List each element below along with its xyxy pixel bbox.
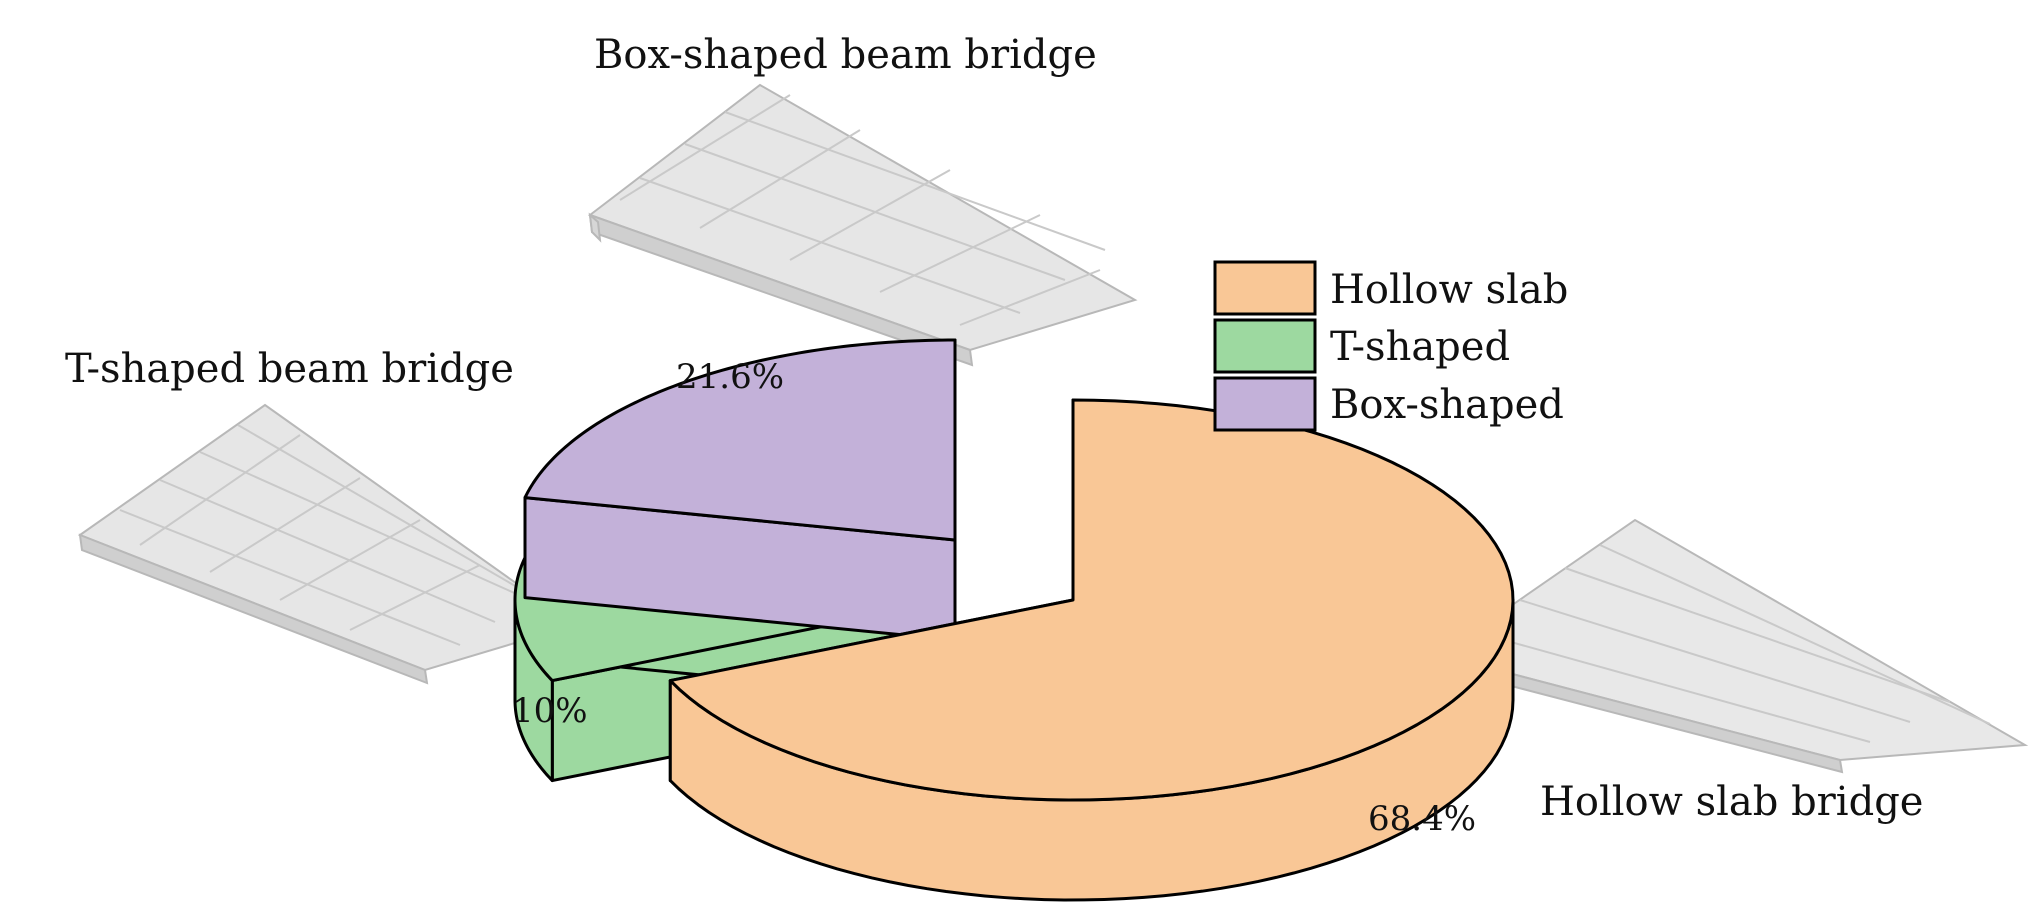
legend-label-box-shaped: Box-shaped xyxy=(1330,382,1564,428)
pie-slice-box-shaped xyxy=(523,338,957,542)
pie-slice-hollow-slab xyxy=(668,398,1515,802)
legend-swatch-t-shaped xyxy=(1213,318,1317,374)
box-beam-bridge-image xyxy=(587,83,1138,367)
legend: Hollow slab T-shaped Box-shaped xyxy=(1213,260,1568,432)
pie-chart xyxy=(513,338,1515,902)
legend-swatch-hollow-slab xyxy=(1213,260,1317,316)
caption-t-shaped-beam-bridge: T-shaped beam bridge xyxy=(65,346,514,392)
legend-label-t-shaped: T-shaped xyxy=(1330,324,1510,370)
legend-swatch-box-shaped xyxy=(1213,376,1317,432)
data-label-hollow-slab: 68.4% xyxy=(1368,799,1476,839)
caption-hollow-slab-bridge: Hollow slab bridge xyxy=(1540,779,1923,825)
data-label-box-shaped: 21.6% xyxy=(676,357,784,397)
legend-label-hollow-slab: Hollow slab xyxy=(1330,267,1568,313)
caption-box-shaped-beam-bridge: Box-shaped beam bridge xyxy=(594,32,1097,78)
data-label-t-shaped: 10% xyxy=(512,691,588,731)
hollow-slab-bridge-image xyxy=(1437,518,2029,774)
t-beam-bridge-image xyxy=(77,403,578,685)
